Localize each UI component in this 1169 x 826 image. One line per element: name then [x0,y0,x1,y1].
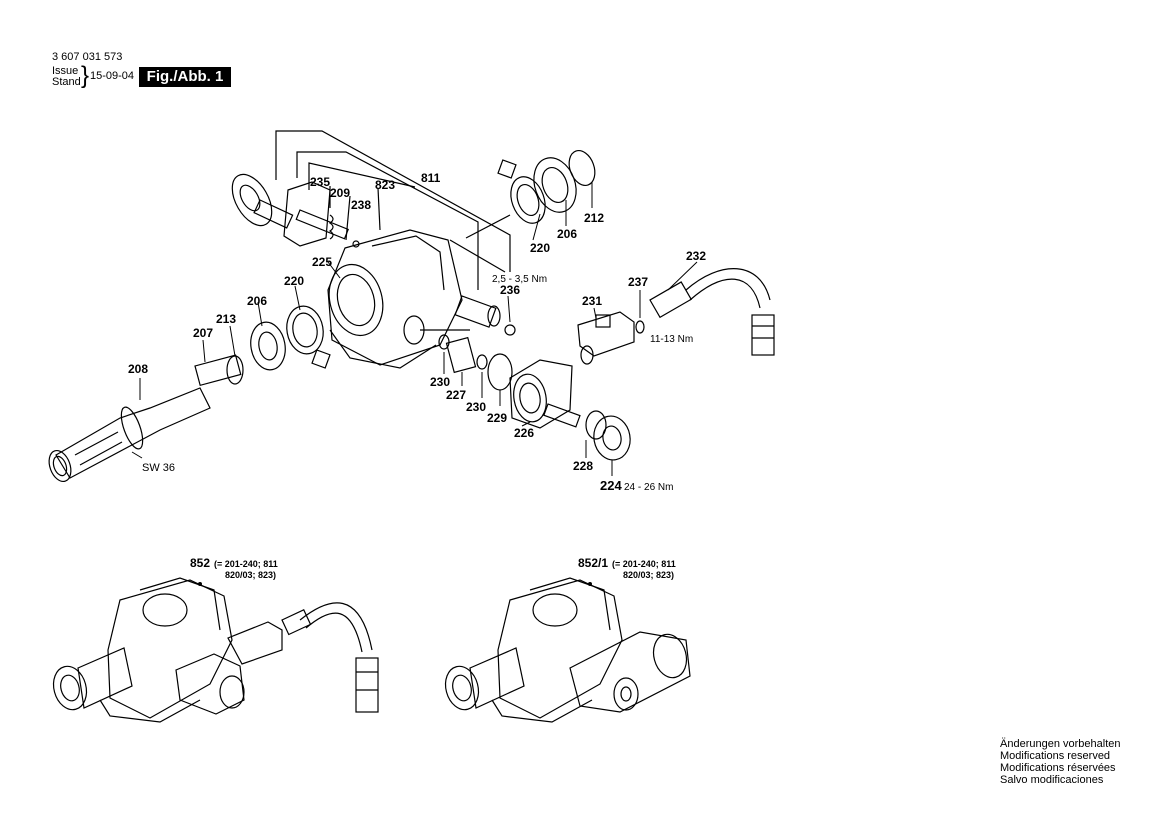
part-label-823: 823 [375,178,395,192]
part-label-236: 236 [500,283,520,297]
part-label-206-upper: 206 [557,227,577,241]
note-de: Änderungen vorbehalten [1000,738,1121,750]
part-label-220-upper: 220 [530,241,550,255]
valve-part-231 [577,311,645,365]
part-label-227: 227 [446,388,466,402]
part-label-220-lower: 220 [284,274,304,288]
part-label-212: 212 [584,211,604,225]
figure-badge: Fig./Abb. 1 [139,67,231,87]
part-label-231: 231 [582,294,602,308]
drive-shaft-part [48,354,242,483]
torque-224: 24 - 26 Nm [624,482,673,493]
part-label-238: 238 [351,198,371,212]
seal-rings-lower [226,305,331,385]
assembly-852-drawing [52,577,379,723]
wrench-size: SW 36 [142,462,175,474]
assembly-852-line2: 820/03; 823) [225,570,276,580]
part-label-226: 226 [514,426,534,440]
part-labels: 811 823 235 209 238 225 220 206 213 207 … [128,171,706,493]
knob-part [231,173,294,229]
fitting-part-224 [593,415,631,461]
assembly-852-line1: (= 201-240; 811 [214,559,278,569]
stand-label: Stand [52,76,81,88]
nut-part-236 [454,295,516,336]
assembly-852-1-line1: (= 201-240; 811 [612,559,676,569]
doc-number: 3 607 031 573 [52,51,123,63]
part-label-224: 224 [600,478,622,493]
part-label-225: 225 [312,255,332,269]
issue-label: Issue [52,65,79,77]
assembly-labels: 852 (= 201-240; 811 820/03; 823) 852/1 (… [190,556,676,586]
assembly-852-1-label: 852/1 [578,556,608,570]
part-label-232: 232 [686,249,706,263]
note-en: Modifications reserved [1000,750,1111,762]
torque-236: 2,5 - 3,5 Nm [492,274,547,285]
assembly-852-1-drawing [444,577,691,723]
torque-237: 11-13 Nm [650,334,693,345]
issue-date: 15-09-04 [90,70,135,82]
part-label-811: 811 [421,171,441,185]
outlet-body-part [509,359,607,440]
part-label-213: 213 [216,312,236,326]
note-fr: Modifications réservées [1000,762,1116,774]
leader-lines [131,182,698,476]
seal-rings-upper [465,149,596,239]
bracket-glyph: } [81,62,90,89]
modification-notes: Änderungen vorbehalten Modifications res… [1000,738,1120,786]
part-label-207: 207 [193,326,213,340]
part-label-230-left: 230 [430,375,450,389]
part-label-229: 229 [487,411,507,425]
spec-labels: 2,5 - 3,5 Nm 11-13 Nm 24 - 26 Nm SW 36 [142,274,693,493]
assembly-852-1-line2: 820/03; 823) [623,570,674,580]
assembly-852-label: 852 [190,556,210,570]
hose-part-232 [649,268,775,356]
part-label-208: 208 [128,362,148,376]
impeller-part [438,334,513,391]
part-label-230-right: 230 [466,400,486,414]
part-label-235: 235 [310,175,330,189]
part-label-206-lower: 206 [247,294,267,308]
part-label-209: 209 [330,186,350,200]
part-label-237: 237 [628,275,648,289]
part-label-228: 228 [573,459,593,473]
note-es: Salvo modificaciones [1000,774,1104,786]
